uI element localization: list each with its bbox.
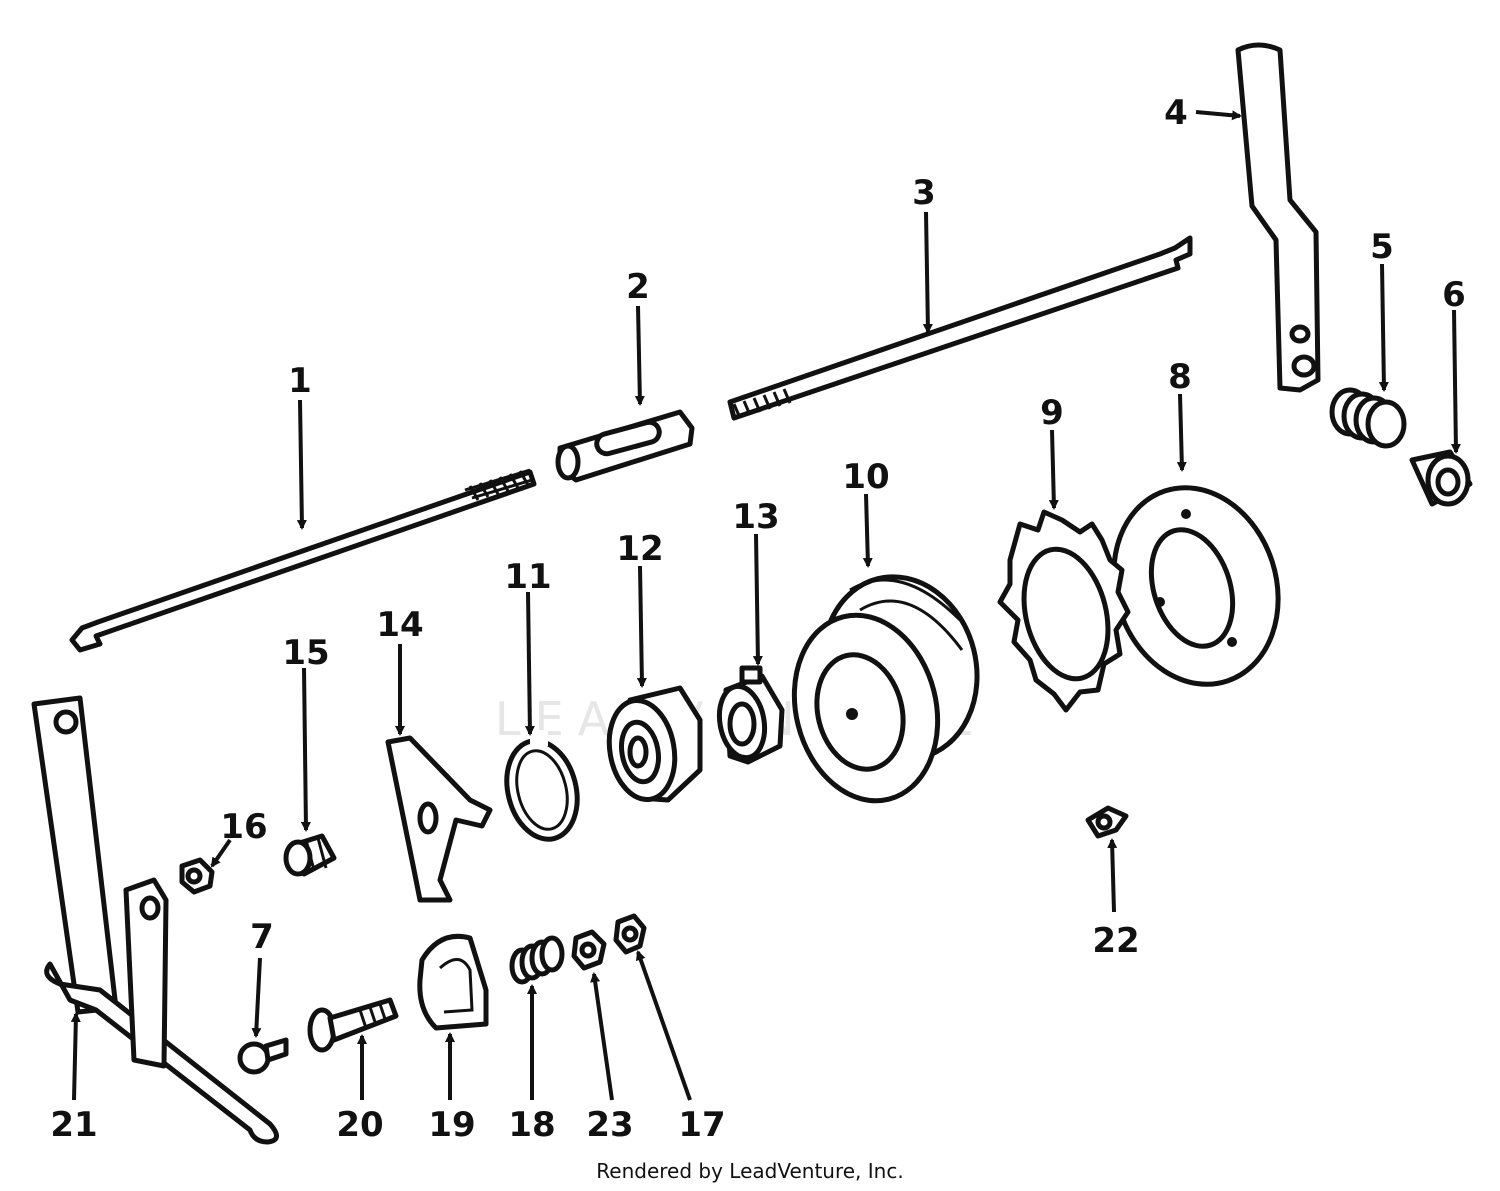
- callout-1: 1: [288, 361, 312, 401]
- callout-20: 20: [336, 1105, 383, 1145]
- callout-15: 15: [282, 633, 329, 673]
- callout-7: 7: [250, 917, 274, 957]
- part-17-nut: [613, 913, 647, 955]
- part-2-turnbuckle: [555, 409, 695, 483]
- callout-5: 5: [1370, 227, 1394, 267]
- callout-16: 16: [220, 807, 267, 847]
- part-10-pulley: [791, 574, 980, 804]
- callout-labels: 1 2 3 4 5 6 7 8 9 10 11 12 13 14 15 16 1…: [50, 93, 1466, 1145]
- callout-23: 23: [586, 1105, 633, 1145]
- callout-11: 11: [504, 557, 551, 597]
- part-21-lever-assembly: [31, 695, 279, 1145]
- callout-4: 4: [1164, 93, 1188, 133]
- callout-21: 21: [50, 1105, 97, 1145]
- callout-arrows: [70, 110, 1461, 1101]
- part-16-nut: [179, 857, 215, 895]
- part-1-rod: [69, 468, 537, 653]
- callout-2: 2: [626, 267, 650, 307]
- callout-14: 14: [376, 605, 423, 645]
- callout-9: 9: [1040, 393, 1064, 433]
- part-11-snap-ring: [504, 730, 580, 842]
- part-15-spacer: [283, 833, 337, 877]
- part-18-spring: [509, 935, 565, 985]
- callout-8: 8: [1168, 357, 1192, 397]
- part-19-cam-block: [417, 933, 489, 1031]
- credit-text: Rendered by LeadVenture, Inc.: [596, 1159, 903, 1183]
- callout-19: 19: [428, 1105, 475, 1145]
- part-22-clip: [1085, 805, 1129, 839]
- part-12-bearing: [606, 685, 703, 803]
- part-5-spring: [1329, 387, 1407, 449]
- part-23-nut: [571, 929, 607, 971]
- part-9-sprocket: [997, 509, 1131, 713]
- callout-3: 3: [912, 173, 936, 213]
- callout-17: 17: [678, 1105, 725, 1145]
- part-6-bushing: [1409, 449, 1473, 507]
- callout-13: 13: [732, 497, 779, 537]
- part-4-arm: [1235, 42, 1321, 393]
- callout-18: 18: [508, 1105, 555, 1145]
- part-8-plate: [1111, 485, 1281, 687]
- part-7-clip: [237, 1037, 289, 1075]
- part-14-yoke: [385, 735, 493, 903]
- callout-22: 22: [1092, 921, 1139, 961]
- part-3-rod: [727, 235, 1193, 421]
- callout-12: 12: [616, 529, 663, 569]
- part-13-collar: [716, 665, 785, 765]
- part-20-bolt: [307, 997, 399, 1053]
- callout-10: 10: [842, 457, 889, 497]
- callout-6: 6: [1442, 275, 1466, 315]
